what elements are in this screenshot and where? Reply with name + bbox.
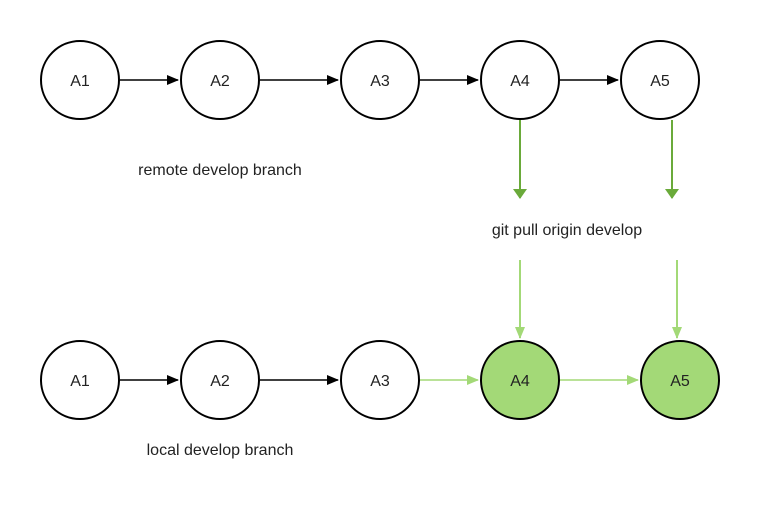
remote-commit-a4: A4 [480,40,560,120]
remote-commit-label: A4 [510,73,530,90]
remote-commit-a3: A3 [340,40,420,120]
remote-commit-label: A1 [70,73,90,90]
remote-commit-a1: A1 [40,40,120,120]
local-commit-label: A2 [210,373,230,390]
local-commit-a4-new: A4 [480,340,560,420]
local-commit-label: A1 [70,373,90,390]
local-branch-label: local develop branch [147,442,294,459]
remote-commit-label: A5 [650,73,670,90]
remote-commit-a2: A2 [180,40,260,120]
local-commit-a5-new: A5 [640,340,720,420]
remote-branch-label: remote develop branch [138,162,302,179]
local-commit-a2: A2 [180,340,260,420]
local-commit-a1: A1 [40,340,120,420]
pull-command-label: git pull origin develop [492,222,642,239]
remote-commit-label: A2 [210,73,230,90]
local-commit-label: A3 [370,373,390,390]
local-commit-label: A4 [510,373,530,390]
remote-commit-label: A3 [370,73,390,90]
local-commit-a3: A3 [340,340,420,420]
remote-commit-a5: A5 [620,40,700,120]
local-commit-label: A5 [670,373,690,390]
